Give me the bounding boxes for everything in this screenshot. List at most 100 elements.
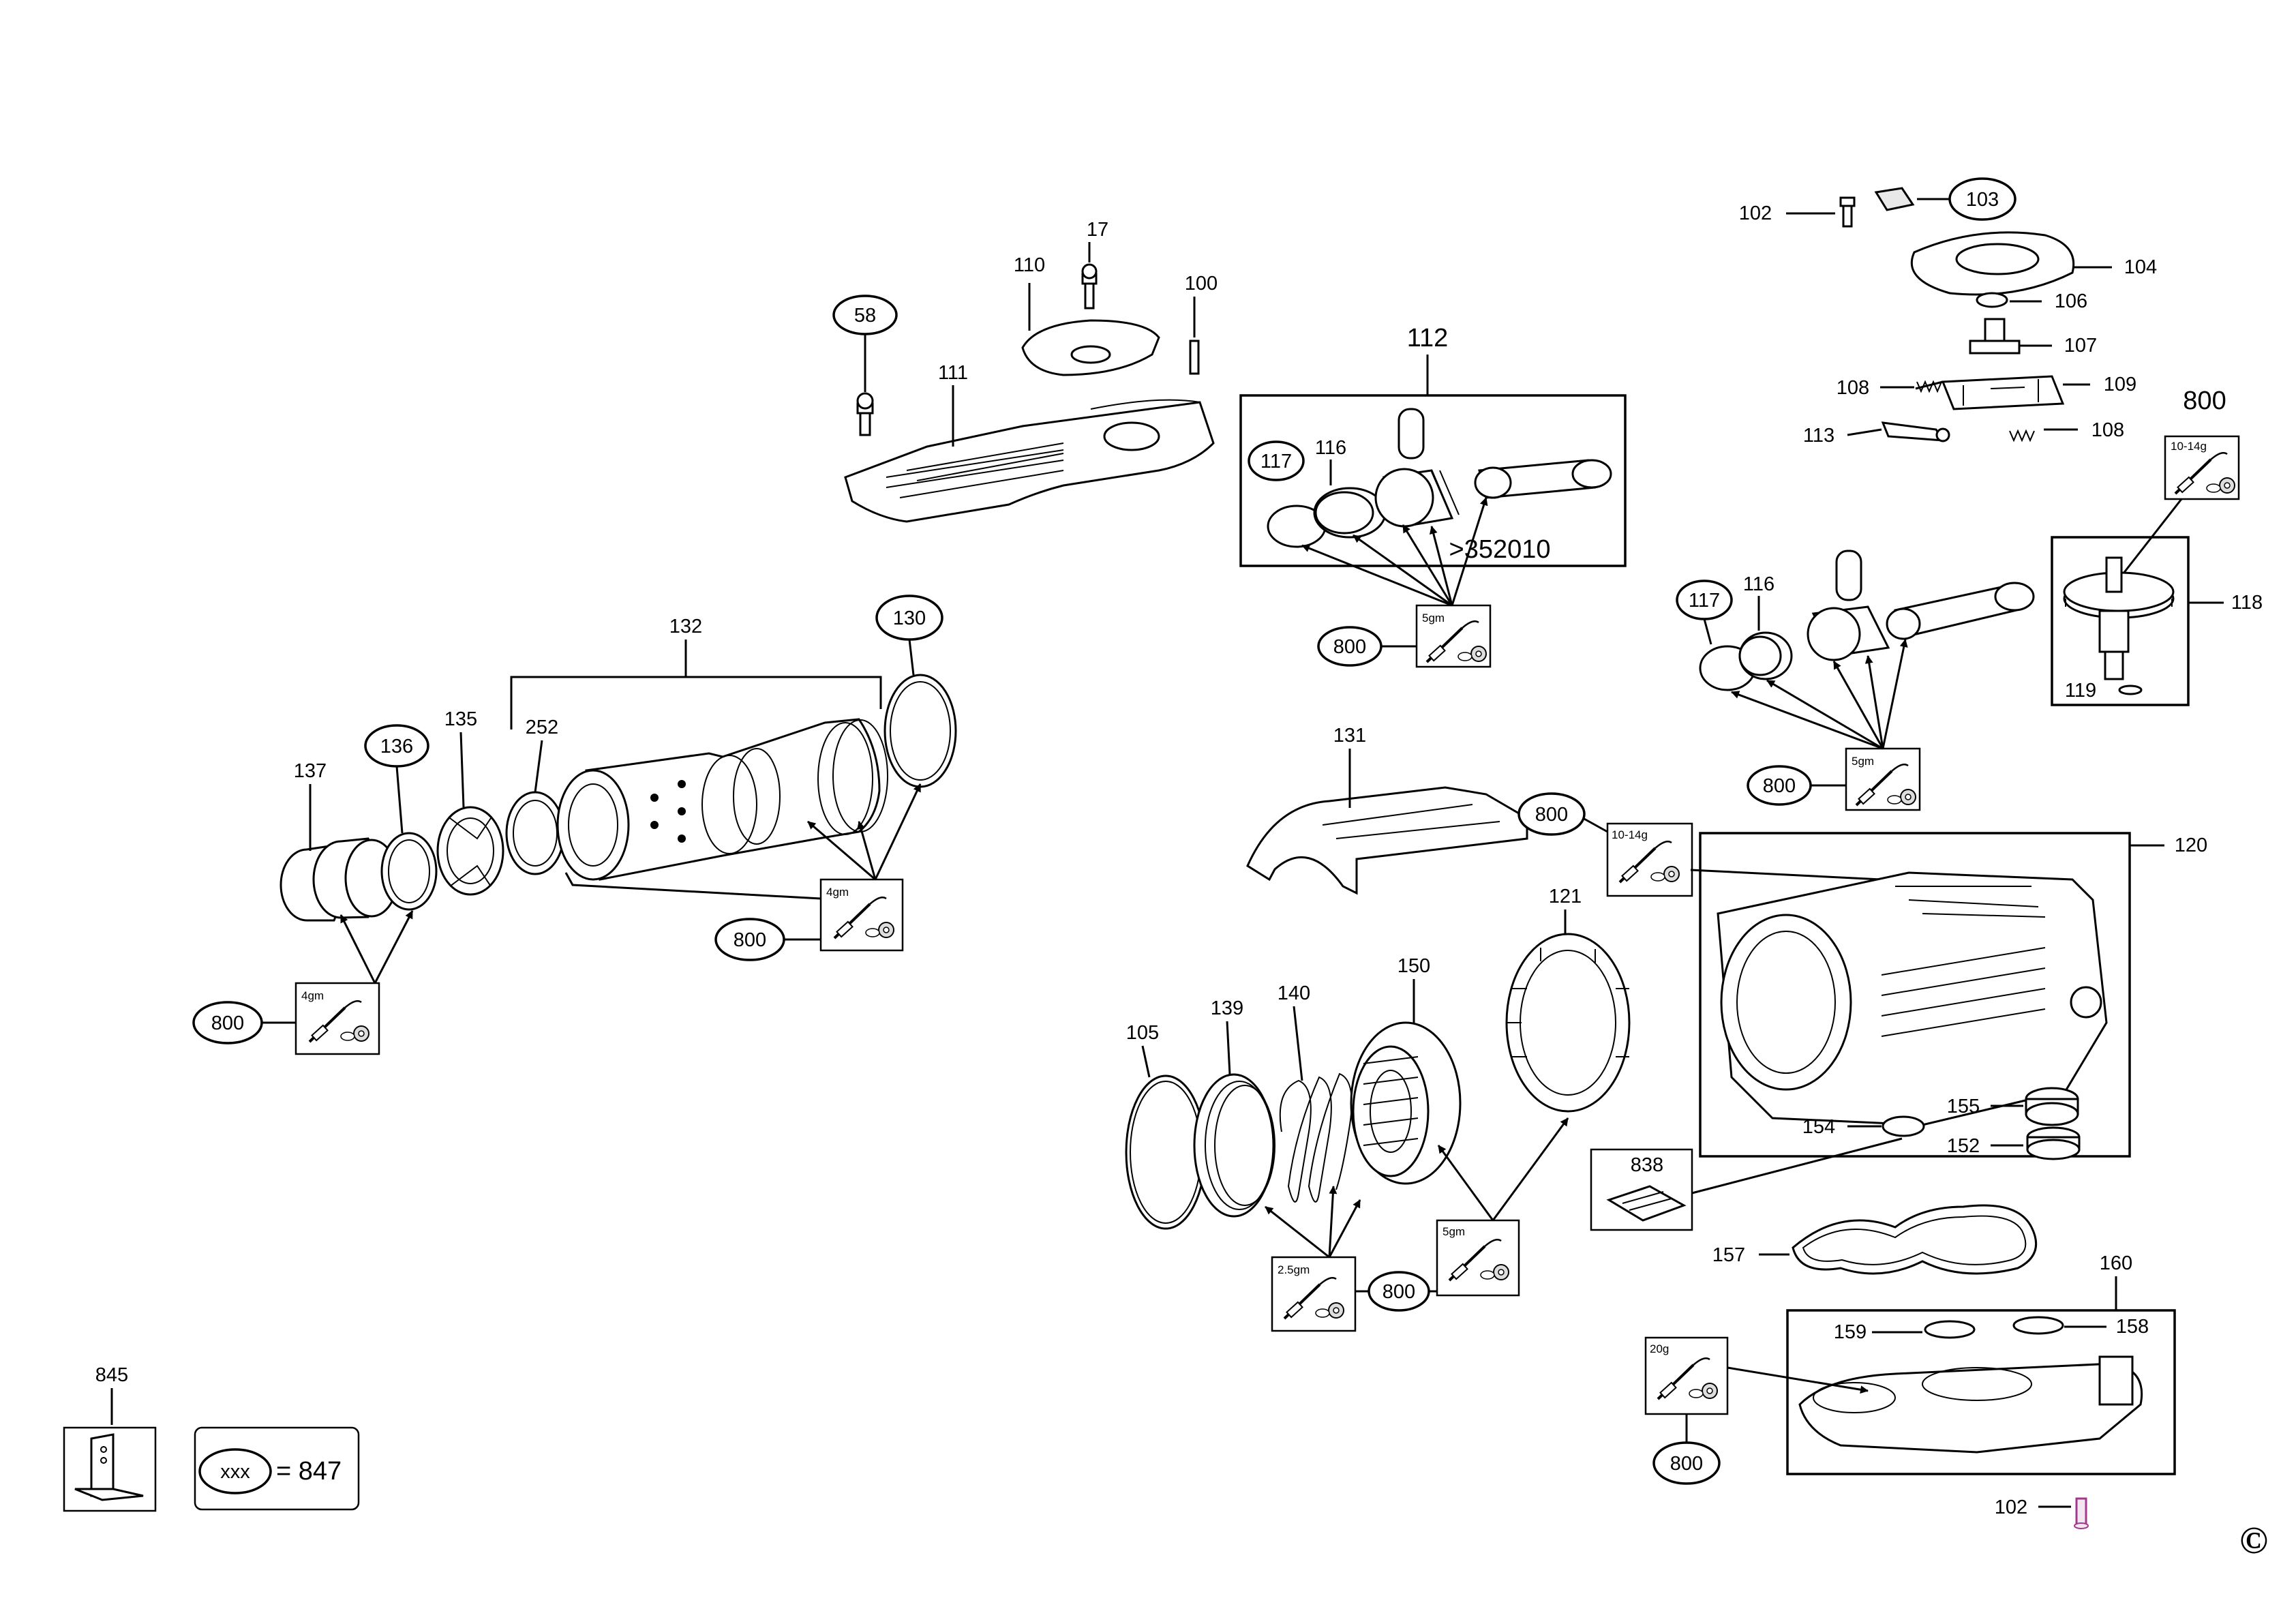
label-102-top: 102 (1739, 202, 1772, 224)
spring-108a (1915, 380, 1944, 390)
lube-box-4gm-b (819, 878, 904, 952)
label-137: 137 (294, 760, 327, 782)
callout-oval-800-4gm-a (192, 1001, 263, 1044)
lube-amount-4gm-b: 4gm (826, 886, 849, 899)
lube-amount-5gm-mid: 5gm (1442, 1225, 1465, 1238)
cover-assembly (844, 263, 1215, 523)
housing-120 (1717, 871, 2108, 1126)
screw-17 (1081, 273, 1098, 310)
oring-106 (1976, 292, 2008, 308)
label-121: 121 (1549, 886, 1582, 907)
lube-amount-1014-mid: 10-14g (1612, 828, 1648, 841)
label-800-1014-top: 800 (2183, 387, 2226, 415)
lube-amount-4gm-a: 4gm (301, 989, 324, 1002)
label-130: 130 (893, 607, 926, 629)
sleeve-135 (436, 806, 504, 896)
label-108a: 108 (1837, 377, 1869, 399)
label-160: 160 (2100, 1252, 2132, 1274)
gear-shaft-118 (2063, 556, 2175, 695)
label-117a: 117 (1260, 451, 1292, 472)
bracket-131 (1246, 786, 1528, 895)
assembly-box-160 (1786, 1309, 2176, 1475)
screw-102-top (1839, 196, 1856, 228)
label-800-1014-mid: 800 (1535, 804, 1568, 826)
label-131: 131 (1333, 725, 1366, 747)
label-117b: 117 (1689, 590, 1720, 612)
label-100: 100 (1185, 273, 1218, 295)
barrel-group (280, 674, 957, 922)
label-120: 120 (2175, 834, 2207, 856)
label-800-5gm-right: 800 (1763, 775, 1796, 797)
pin-100 (1189, 340, 1200, 375)
label-113: 113 (1803, 425, 1834, 447)
callout-oval-800-5gm-right (1747, 765, 1812, 806)
label-135: 135 (444, 708, 477, 730)
label-112: 112 (1407, 324, 1449, 352)
label-108b: 108 (2091, 419, 2124, 441)
gear-housing-stack (1839, 187, 2075, 442)
frame-109 (1941, 375, 2065, 410)
label-800-4gm-b: 800 (734, 929, 766, 951)
piston-group-right (1699, 550, 2035, 691)
ring-136 (380, 832, 438, 911)
bearing-154 (1882, 1115, 1925, 1137)
ring-105 (1125, 1074, 1207, 1230)
ring-252 (505, 791, 565, 875)
gear-case-160 (1798, 1316, 2143, 1454)
label-106: 106 (2055, 290, 2087, 312)
assembly-box-118 (2051, 536, 2190, 706)
label-116b: 116 (1743, 573, 1774, 595)
copyright-mark: © (2239, 1520, 2268, 1562)
callout-oval-103 (1948, 177, 2016, 221)
lube-amount-25: 2.5gm (1278, 1263, 1310, 1276)
label-159: 159 (1834, 1321, 1867, 1343)
callout-oval-800-20g (1652, 1441, 1721, 1485)
label-800-5gm-top: 800 (1333, 636, 1366, 658)
label-800-20g: 800 (1670, 1453, 1703, 1475)
label-110: 110 (1014, 254, 1045, 276)
clutch-group (1125, 933, 1631, 1230)
screw-58 (856, 402, 874, 436)
cage-121 (1505, 933, 1631, 1113)
label-17: 17 (1087, 219, 1108, 241)
lever-113 (1881, 421, 1945, 442)
pin-102-bottom (2075, 1497, 2087, 1527)
legend-oval (198, 1448, 272, 1494)
label-838: 838 (1631, 1154, 1663, 1176)
label-139: 139 (1211, 997, 1243, 1019)
bearing-158 (2012, 1316, 2064, 1335)
callout-oval-117a (1248, 440, 1305, 481)
label-111: 111 (938, 362, 968, 384)
label-140: 140 (1278, 982, 1310, 1004)
label-158: 158 (2116, 1316, 2149, 1338)
label-107: 107 (2064, 335, 2097, 357)
lube-box-1014-mid (1606, 822, 1693, 897)
label-109: 109 (2104, 374, 2136, 395)
label-252: 252 (526, 717, 558, 738)
callout-oval-800-4gm-b (714, 918, 785, 961)
label-136: 136 (380, 736, 413, 757)
washer-119 (2118, 685, 2143, 695)
legend-equals: = 847 (276, 1457, 342, 1486)
ring-130 (883, 674, 957, 788)
cover-111 (844, 401, 1215, 523)
label-118: 118 (2231, 592, 2263, 614)
label-132: 132 (669, 616, 702, 637)
callout-oval-58 (832, 295, 898, 335)
label-105: 105 (1126, 1022, 1159, 1044)
label-104: 104 (2124, 256, 2157, 278)
lube-box-4gm-a (294, 982, 380, 1055)
assembly-box-120 (1699, 832, 2131, 1158)
lube-amount-1014-top: 10-14g (2171, 440, 2207, 453)
document-icon (90, 1433, 115, 1497)
gasket-157 (1792, 1204, 2038, 1275)
label-800-4gm-a: 800 (211, 1012, 244, 1034)
barrel-132 (585, 718, 881, 881)
lube-box-5gm-mid (1436, 1219, 1520, 1297)
piston-group-top (1267, 408, 1612, 548)
label-155: 155 (1947, 1096, 1980, 1117)
label-58: 58 (854, 305, 876, 327)
label-845: 845 (95, 1364, 128, 1386)
lube-amount-20g: 20g (1650, 1342, 1669, 1355)
label-102-bottom: 102 (1995, 1497, 2027, 1518)
